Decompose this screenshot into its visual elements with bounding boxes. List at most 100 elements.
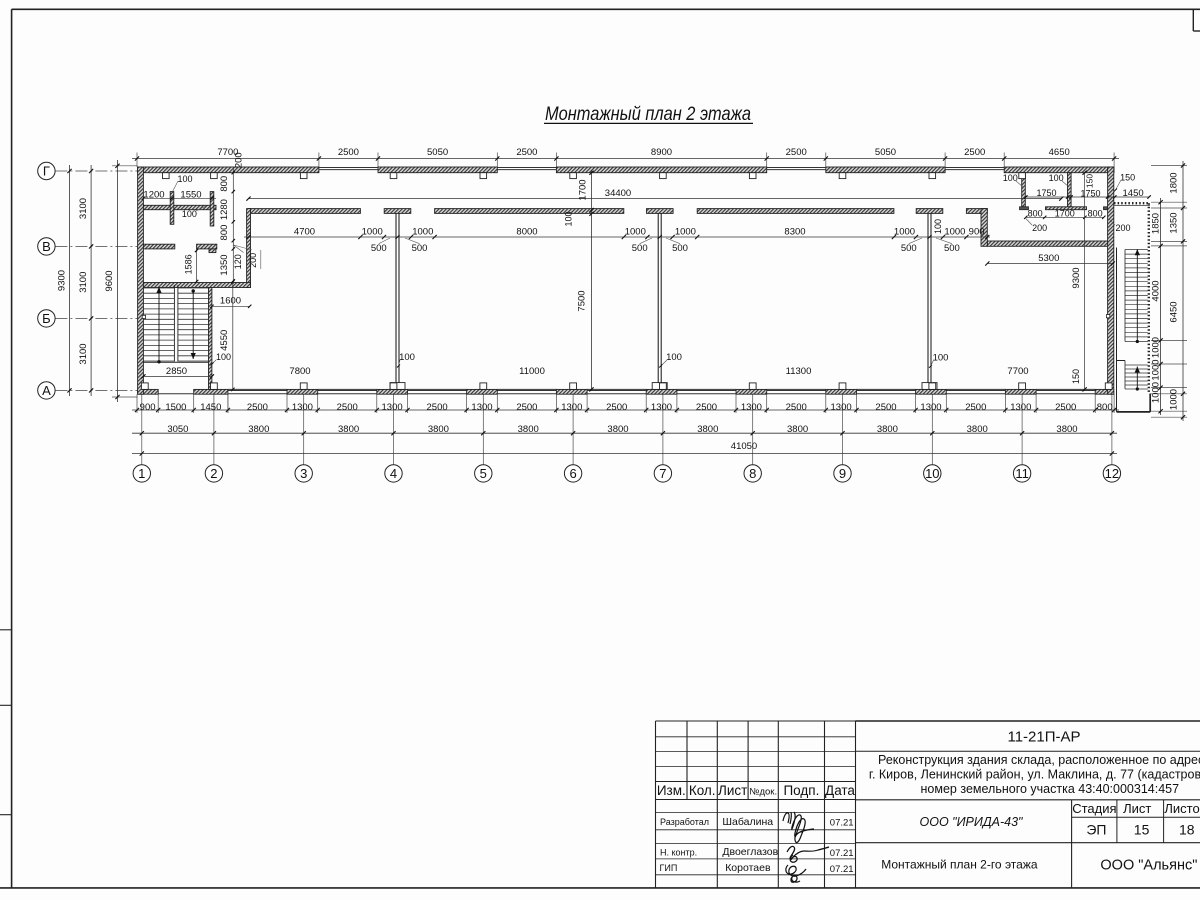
svg-text:1000: 1000 xyxy=(362,226,383,237)
svg-text:4: 4 xyxy=(390,466,397,481)
svg-text:1000: 1000 xyxy=(625,226,646,237)
svg-text:800: 800 xyxy=(1088,208,1103,218)
svg-text:1500: 1500 xyxy=(165,402,186,413)
svg-text:1450: 1450 xyxy=(200,402,221,413)
svg-text:3800: 3800 xyxy=(607,424,628,435)
svg-text:Монтажный план 2 этажа: Монтажный план 2 этажа xyxy=(545,103,751,125)
svg-text:1350: 1350 xyxy=(1169,212,1180,233)
svg-text:3100: 3100 xyxy=(78,343,89,364)
svg-text:1300: 1300 xyxy=(471,402,492,413)
svg-text:2500: 2500 xyxy=(786,147,807,158)
svg-text:100: 100 xyxy=(1003,173,1018,183)
svg-text:1586: 1586 xyxy=(183,254,193,274)
svg-text:8000: 8000 xyxy=(516,226,537,237)
svg-text:2500: 2500 xyxy=(337,402,358,413)
svg-text:9300: 9300 xyxy=(1071,267,1082,288)
svg-text:9600: 9600 xyxy=(104,270,115,291)
svg-text:ООО "ИРИДА-43": ООО "ИРИДА-43" xyxy=(920,815,1024,829)
svg-text:2500: 2500 xyxy=(1055,402,1076,413)
svg-text:15: 15 xyxy=(1134,822,1150,838)
svg-text:8900: 8900 xyxy=(651,147,672,158)
svg-text:1200: 1200 xyxy=(143,190,164,201)
svg-text:100: 100 xyxy=(933,352,949,363)
svg-text:800: 800 xyxy=(1028,208,1043,218)
svg-text:Шабалина: Шабалина xyxy=(722,816,773,828)
svg-text:5050: 5050 xyxy=(875,147,896,158)
svg-text:9300: 9300 xyxy=(56,270,67,291)
svg-text:11300: 11300 xyxy=(786,366,812,377)
svg-text:11: 11 xyxy=(1015,466,1029,481)
svg-text:100: 100 xyxy=(933,219,943,234)
svg-text:1000: 1000 xyxy=(944,226,965,237)
svg-text:Изм.: Изм. xyxy=(657,783,686,798)
svg-text:800: 800 xyxy=(219,225,230,241)
svg-text:1350: 1350 xyxy=(219,254,230,275)
svg-text:200: 200 xyxy=(248,253,258,268)
svg-text:100: 100 xyxy=(216,352,231,362)
svg-text:100: 100 xyxy=(666,352,682,363)
svg-text:1000: 1000 xyxy=(1151,359,1162,380)
svg-text:800: 800 xyxy=(1097,402,1113,413)
svg-text:1300: 1300 xyxy=(651,402,672,413)
svg-text:ЭП: ЭП xyxy=(1086,822,1106,838)
svg-text:3800: 3800 xyxy=(877,424,898,435)
svg-text:ООО "Альянс": ООО "Альянс" xyxy=(1100,857,1197,873)
svg-text:1280: 1280 xyxy=(219,199,230,220)
svg-text:3800: 3800 xyxy=(428,424,449,435)
svg-text:1000: 1000 xyxy=(412,226,433,237)
svg-text:2500: 2500 xyxy=(786,402,807,413)
svg-text:100: 100 xyxy=(399,352,415,363)
svg-text:120: 120 xyxy=(233,254,243,269)
svg-text:34400: 34400 xyxy=(605,188,631,199)
svg-text:18: 18 xyxy=(1179,822,1195,838)
svg-text:4700: 4700 xyxy=(294,226,315,237)
svg-text:3800: 3800 xyxy=(338,424,359,435)
svg-text:1800: 1800 xyxy=(1169,172,1180,193)
svg-text:8: 8 xyxy=(749,466,756,481)
svg-text:Лист: Лист xyxy=(718,783,747,798)
svg-text:Г: Г xyxy=(43,164,50,179)
svg-text:9: 9 xyxy=(839,466,846,481)
svg-text:3100: 3100 xyxy=(78,198,89,219)
svg-text:2500: 2500 xyxy=(964,147,985,158)
svg-text:7: 7 xyxy=(659,466,666,481)
svg-text:12: 12 xyxy=(1105,466,1119,481)
svg-text:500: 500 xyxy=(944,243,960,254)
svg-text:Разработал: Разработал xyxy=(660,817,709,827)
svg-text:4000: 4000 xyxy=(1151,280,1162,301)
svg-text:4550: 4550 xyxy=(219,330,230,351)
svg-text:7500: 7500 xyxy=(577,290,588,311)
svg-text:900: 900 xyxy=(969,226,985,237)
svg-text:1300: 1300 xyxy=(1010,402,1031,413)
svg-text:500: 500 xyxy=(371,243,387,254)
svg-text:1300: 1300 xyxy=(741,402,762,413)
svg-text:2500: 2500 xyxy=(516,402,537,413)
svg-text:150: 150 xyxy=(1071,369,1081,384)
svg-text:2500: 2500 xyxy=(247,402,268,413)
svg-text:11000: 11000 xyxy=(519,366,545,377)
svg-text:1850: 1850 xyxy=(1151,213,1162,234)
svg-text:1750: 1750 xyxy=(1036,188,1056,198)
svg-text:1300: 1300 xyxy=(382,402,403,413)
svg-text:3800: 3800 xyxy=(967,424,988,435)
svg-text:3800: 3800 xyxy=(518,424,539,435)
svg-text:200: 200 xyxy=(234,152,245,168)
svg-text:2500: 2500 xyxy=(516,147,537,158)
svg-text:Подп.: Подп. xyxy=(783,783,819,798)
svg-text:900: 900 xyxy=(140,402,156,413)
svg-text:1300: 1300 xyxy=(831,402,852,413)
svg-text:500: 500 xyxy=(412,243,428,254)
svg-text:11-21П-АР: 11-21П-АР xyxy=(1007,729,1080,746)
svg-text:ГИП: ГИП xyxy=(660,863,678,873)
svg-text:1: 1 xyxy=(138,466,145,481)
svg-text:В: В xyxy=(42,239,51,254)
svg-text:3800: 3800 xyxy=(787,424,808,435)
svg-text:1000: 1000 xyxy=(1169,389,1180,410)
svg-text:А: А xyxy=(42,383,51,398)
svg-text:2500: 2500 xyxy=(965,402,986,413)
svg-text:5: 5 xyxy=(480,466,487,481)
svg-text:41050: 41050 xyxy=(731,441,757,452)
svg-text:1300: 1300 xyxy=(292,402,313,413)
svg-text:07.21: 07.21 xyxy=(830,864,854,875)
svg-text:1000: 1000 xyxy=(1151,382,1162,403)
